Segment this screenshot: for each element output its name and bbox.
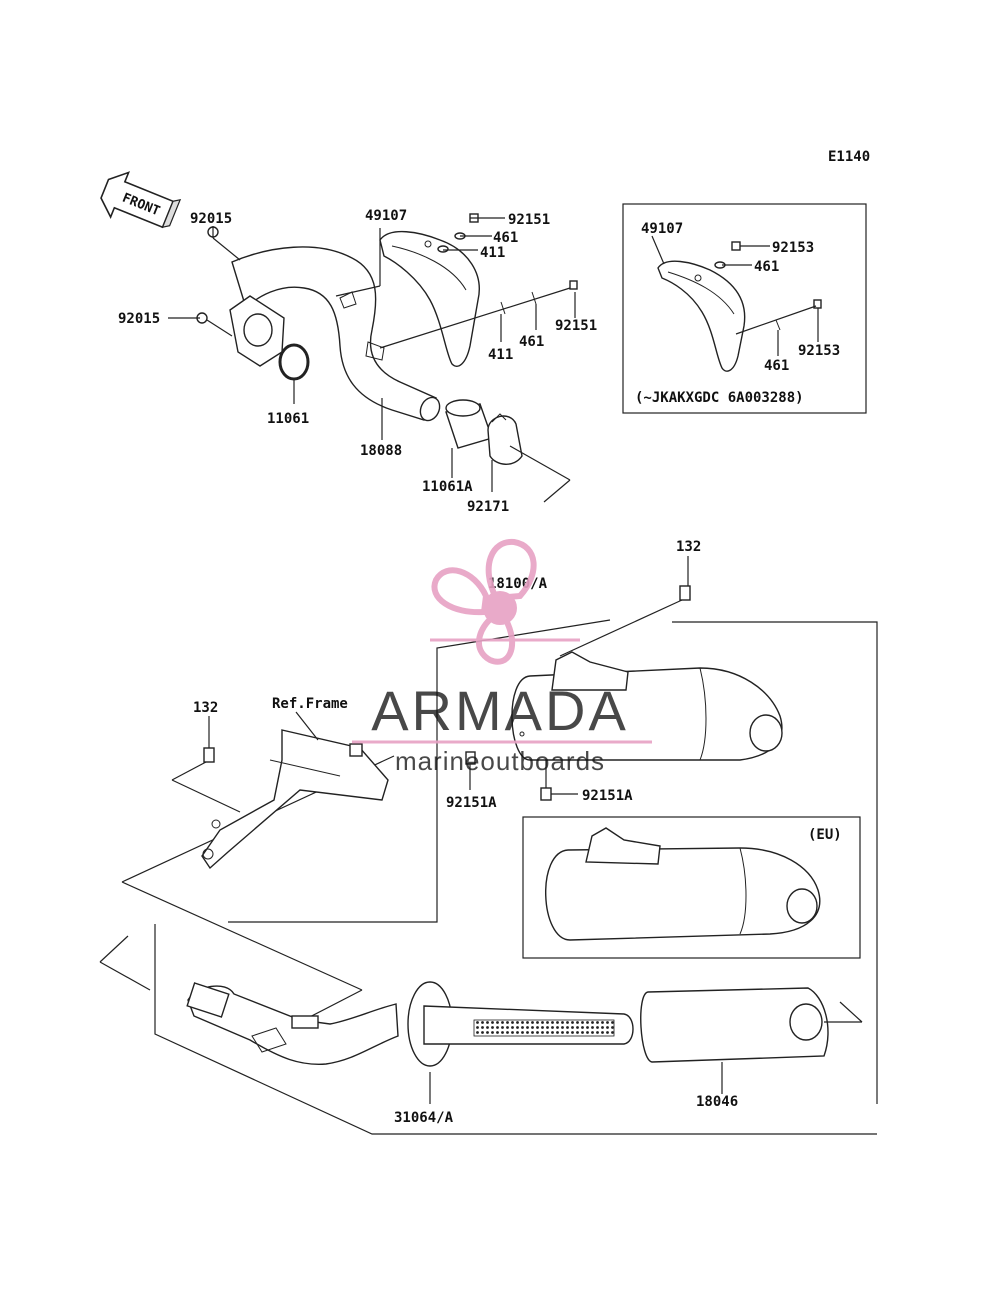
label-411-upper: 411	[480, 245, 505, 261]
eu-label: (EU)	[808, 827, 842, 843]
label-132-left: 132	[193, 700, 218, 716]
inset-label-92153-top: 92153	[772, 240, 814, 256]
armada-watermark: ARMADA marineoutboards	[352, 538, 652, 776]
label-11061A: 11061A	[422, 479, 473, 495]
label-18046: 18046	[696, 1094, 738, 1110]
label-411-lower: 411	[488, 347, 513, 363]
label-18100A: 18100/A	[488, 576, 548, 592]
label-31064A: 31064/A	[394, 1110, 454, 1126]
label-92151A-left: 92151A	[446, 795, 497, 811]
watermark-tagline: marineoutboards	[395, 746, 605, 776]
label-18088: 18088	[360, 443, 402, 459]
label-92015-top: 92015	[190, 211, 232, 227]
label-461-upper: 461	[493, 230, 518, 246]
inset-label-461-top: 461	[754, 259, 779, 275]
label-92151-upper: 92151	[508, 212, 550, 228]
propeller-logo-icon	[430, 538, 580, 665]
spark-arrester-31064A	[407, 981, 634, 1104]
bolt-92151A	[465, 751, 578, 801]
diagram-code: E1140	[828, 149, 870, 165]
label-92015-left: 92015	[118, 311, 160, 327]
watermark-brand: ARMADA	[371, 679, 629, 742]
exhaust-flange	[196, 226, 285, 367]
frame-bracket	[201, 711, 389, 870]
inset-label-49107: 49107	[641, 221, 683, 237]
inset-label-461-bottom: 461	[764, 358, 789, 374]
inset-label-92153-bottom: 92153	[798, 343, 840, 359]
inset-panel: 49107 92153 461 461 92153 (~JKAKXGDC 6A0…	[622, 203, 867, 414]
muffler-body-18046	[640, 987, 863, 1094]
gasket-11061A	[445, 399, 493, 449]
label-461-lower: 461	[519, 334, 544, 350]
leader-lines-upper	[168, 217, 576, 503]
rear-pipe	[186, 982, 399, 1065]
label-132-top: 132	[676, 539, 701, 555]
label-92151-lower: 92151	[555, 318, 597, 334]
bolt-132-top	[559, 556, 691, 657]
label-92151A-right: 92151A	[582, 788, 633, 804]
bolt-132-left	[171, 716, 241, 813]
front-arrow-icon: FRONT	[100, 171, 182, 229]
gasket-11061	[278, 343, 310, 381]
heat-guard-49107	[379, 230, 480, 367]
header-pipe-18088	[231, 246, 441, 422]
eu-variant-panel: (EU)	[522, 816, 861, 959]
label-11061: 11061	[267, 411, 309, 427]
muffler-18100A	[511, 651, 783, 761]
clamp-92171	[487, 413, 523, 465]
label-49107: 49107	[365, 208, 407, 224]
label-92171: 92171	[467, 499, 509, 515]
inset-frame-note: (~JKAKXGDC 6A003288)	[635, 390, 804, 406]
ref-frame-label: Ref.Frame	[272, 696, 348, 712]
